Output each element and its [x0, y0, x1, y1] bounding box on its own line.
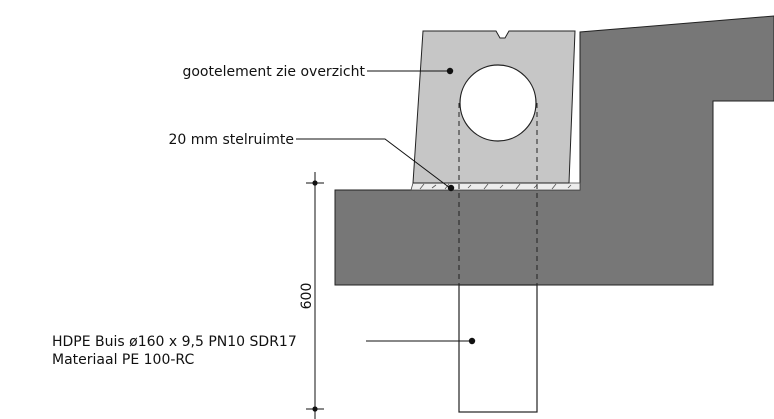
pipe-label-line2: Materiaal PE 100-RC [52, 352, 194, 368]
bedding-layer [410, 182, 581, 191]
dimension-line [306, 172, 324, 419]
bedding-label: 20 mm stelruimte [168, 132, 294, 148]
gutter-leader [367, 67, 454, 75]
bedding-hatch [419, 183, 572, 190]
gutter-label: gootelement zie overzicht [182, 64, 365, 80]
bedding-leader [296, 138, 455, 192]
hdpe-pipe [458, 284, 538, 413]
pipe-label-line1: HDPE Buis ø160 x 9,5 PN10 SDR17 [52, 334, 297, 350]
pipe-circle [459, 64, 537, 142]
pipe-leader [366, 337, 476, 345]
dimension-label: 600 [299, 283, 315, 310]
